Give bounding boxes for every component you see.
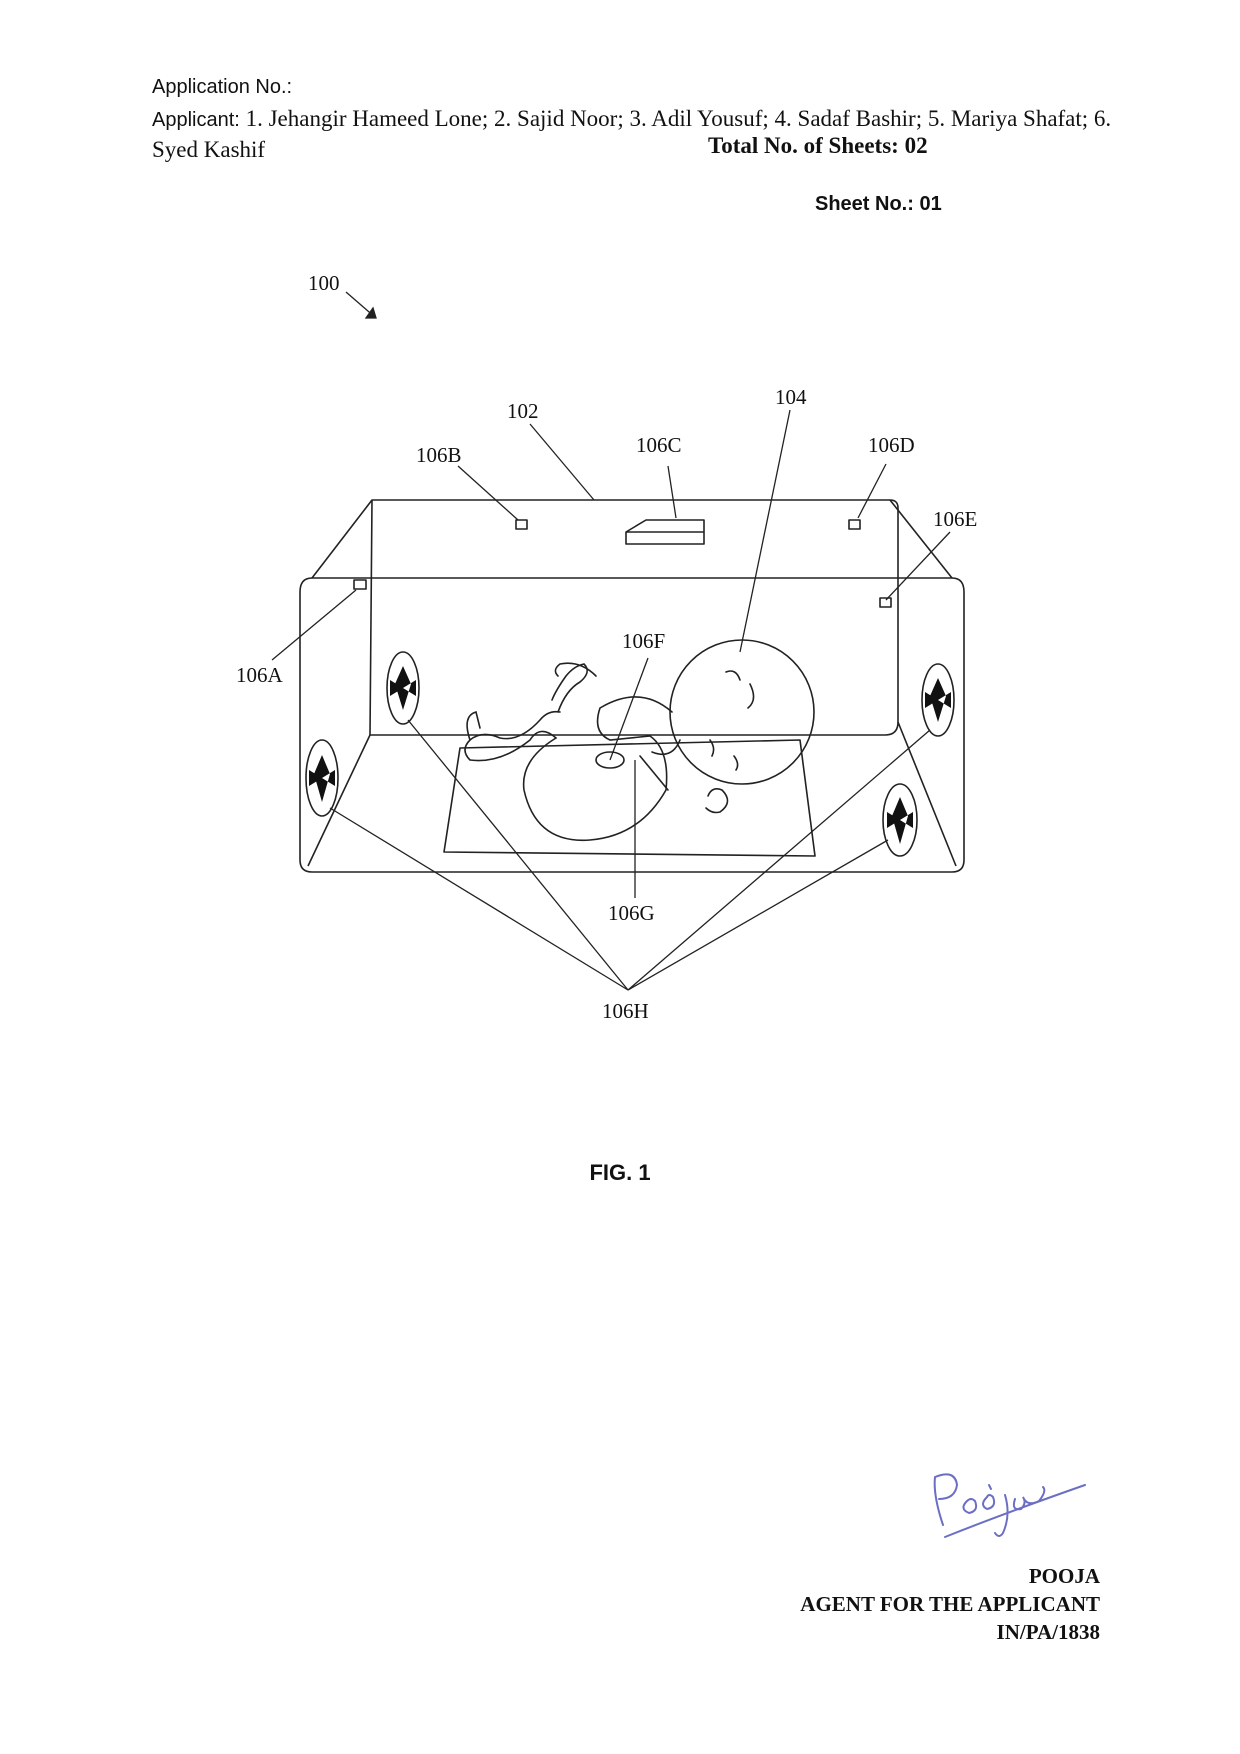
ref-106B: 106B <box>416 443 462 467</box>
ref-100: 100 <box>308 271 340 295</box>
sensor-106B <box>515 519 528 530</box>
applicant-names: 1. Jehangir Hameed Lone; 2. Sajid Noor; … <box>152 106 1112 162</box>
baby-figure <box>464 639 815 842</box>
incubator-patent-figure: 100 102 104 106B 106C 106D 106E 106A 106… <box>236 271 977 1023</box>
ref-102: 102 <box>507 399 539 423</box>
incubator-front-frame <box>299 577 965 873</box>
applicant-label: Applicant: <box>152 109 240 131</box>
sheet-number: Sheet No.: 01 <box>815 193 942 215</box>
ref-106H: 106H <box>602 999 649 1023</box>
ref-106A: 106A <box>236 663 284 687</box>
total-sheets: Total No. of Sheets: 02 <box>708 133 928 158</box>
ref-106E: 106E <box>933 507 977 531</box>
ref-106G: 106G <box>608 901 655 925</box>
agent-name: POOJA <box>1028 1564 1100 1588</box>
agent-registration: IN/PA/1838 <box>996 1620 1100 1644</box>
ref-106C: 106C <box>636 433 682 457</box>
figure-caption: FIG. 1 <box>589 1160 651 1185</box>
handwritten-signature <box>933 1473 1086 1538</box>
fan-blades <box>309 666 951 844</box>
agent-signature-block: POOJA AGENT FOR THE APPLICANT IN/PA/1838 <box>800 1562 1100 1646</box>
fan-left-front <box>305 739 339 817</box>
mattress <box>443 739 816 857</box>
incubator-back-frame <box>369 499 899 736</box>
ref-106F: 106F <box>622 629 665 653</box>
fan-left-back <box>386 651 420 725</box>
sensor-106E <box>879 597 892 608</box>
sensor-106A <box>353 579 367 590</box>
leader-lines <box>271 291 951 991</box>
ref-104: 104 <box>775 385 807 409</box>
application-number-label: Application No.: <box>152 76 293 98</box>
ref-106D: 106D <box>868 433 915 457</box>
fan-right-front <box>882 783 918 857</box>
fan-right-back <box>921 663 955 737</box>
sensor-106C <box>625 519 705 545</box>
sensor-106D <box>848 519 861 530</box>
agent-role: AGENT FOR THE APPLICANT <box>800 1592 1100 1616</box>
applicant-line: Applicant: 1. Jehangir Hameed Lone; 2. S… <box>152 104 1112 164</box>
